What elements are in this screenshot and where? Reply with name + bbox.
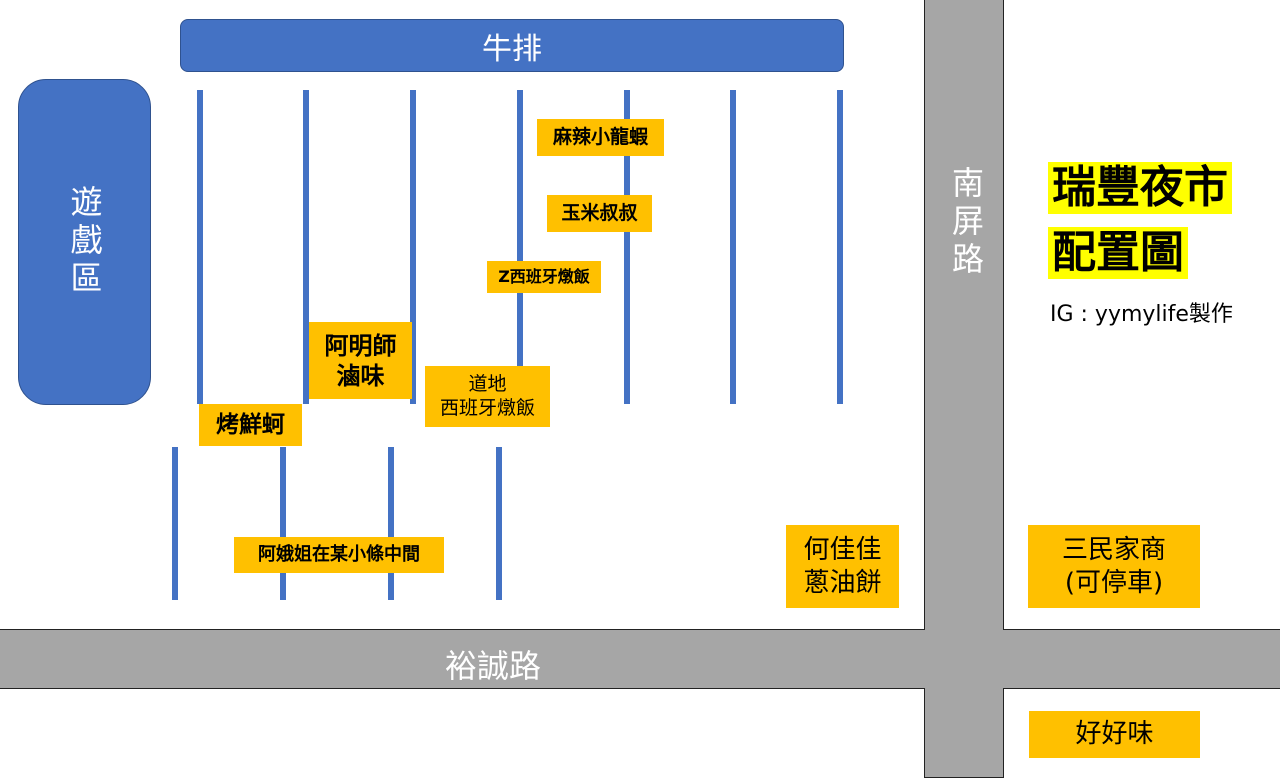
game-area-block: 遊戲區 [18,79,151,405]
aisle-line [280,447,286,600]
stall-label: 玉米叔叔 [561,201,638,224]
stall-ae-jie: 阿娥姐在某小條中間 [234,537,444,573]
stall-label: 滷味 [336,361,385,390]
stall-label: 阿娥姐在某小條中間 [258,543,420,565]
stall-sanmin: 三民家商 (可停車) [1028,525,1200,608]
stall-label: (可停車) [1064,567,1164,598]
steak-label: 牛排 [482,31,542,67]
aisle-line [197,90,203,404]
aisle-line [837,90,843,404]
stall-label: 蔥油餅 [803,567,882,598]
stall-aming-braised: 阿明師 滷味 [309,322,412,399]
stall-label: 何佳佳 [803,535,882,565]
credit-text: IG : yymylife製作 [1050,302,1233,327]
stall-label: 烤鮮蚵 [216,411,285,438]
aisle-line [410,90,416,404]
aisle-line [388,447,394,600]
aisle-line [517,90,523,404]
game-area-label: 遊戲區 [65,185,104,299]
aisle-line [730,90,736,404]
stall-label: 三民家商 [1061,535,1166,565]
stall-label: 好好味 [1075,719,1154,750]
stall-mala-crayfish: 麻辣小龍蝦 [537,119,664,156]
stall-label: Z西班牙燉飯 [498,267,590,286]
stall-label: 西班牙燉飯 [439,396,535,419]
stall-haohaowei: 好好味 [1029,711,1200,758]
aisle-line [172,447,178,600]
stall-hejiajia: 何佳佳 蔥油餅 [786,525,899,608]
stall-z-paella: Z西班牙燉飯 [487,261,601,293]
aisle-line [303,90,309,404]
stall-label: 道地 [468,372,507,395]
stall-grilled-oyster: 烤鮮蚵 [199,404,302,446]
yucheng-road-label: 裕誠路 [445,647,542,685]
nanping-road-label: 南屏路 [947,166,985,280]
stall-corn-uncle: 玉米叔叔 [547,195,652,232]
stall-label: 麻辣小龍蝦 [552,125,648,148]
aisle-line [624,90,630,404]
nanping-road-south [924,688,1004,778]
yucheng-road [0,629,1280,689]
map-title: 瑞豐夜市 [1048,162,1232,214]
stall-label: 阿明師 [324,331,397,360]
aisle-line [496,447,502,600]
map-subtitle: 配置圖 [1048,227,1188,279]
stall-authentic-paella: 道地 西班牙燉飯 [425,366,550,427]
steak-block: 牛排 [180,19,844,72]
nanping-road [924,0,1004,630]
